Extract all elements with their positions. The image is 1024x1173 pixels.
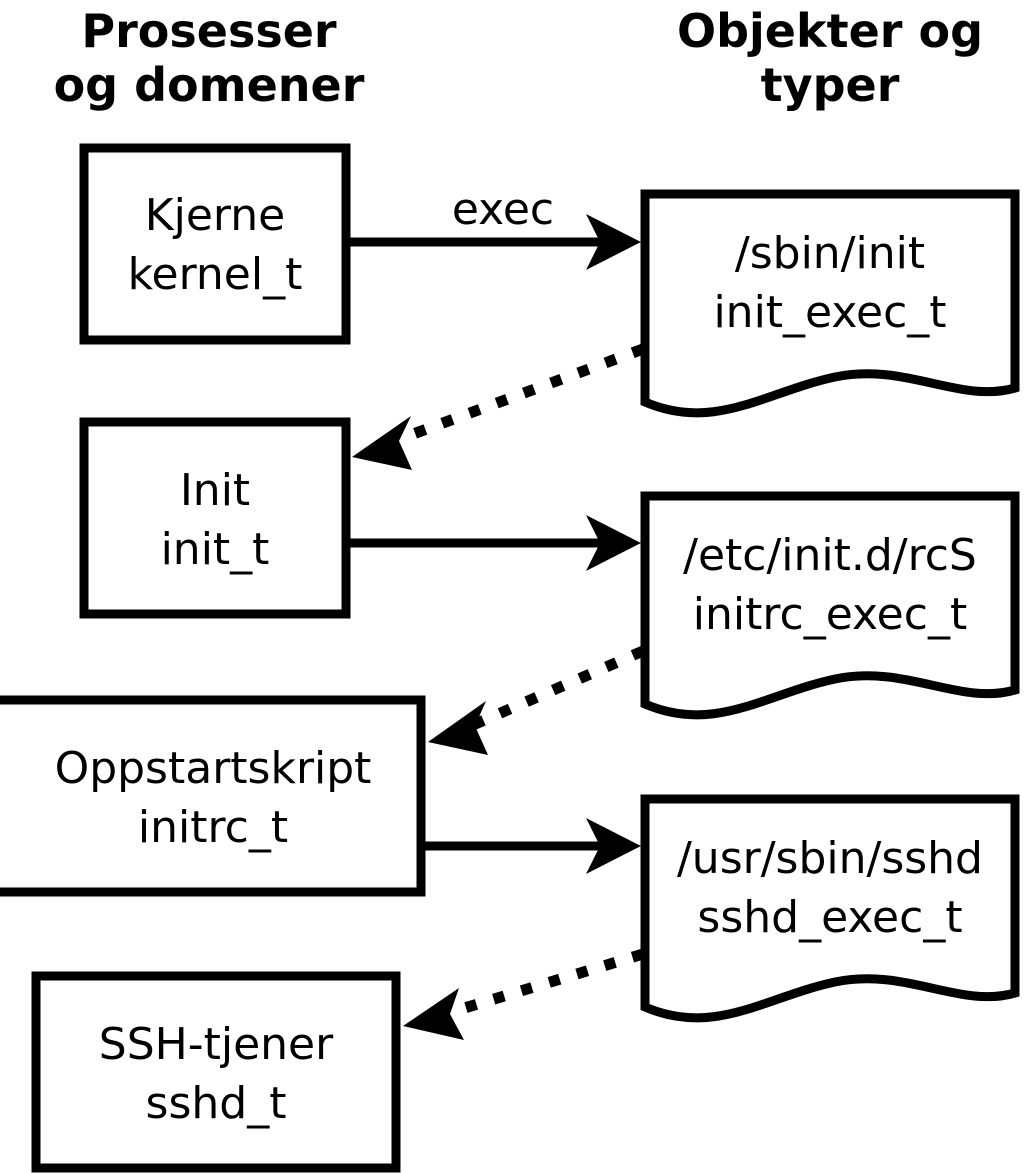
process-label-kernel-line1: Kjerne [145,190,285,241]
edge-init-exec-to-init [352,343,645,470]
process-label-initrc-line2: initrc_t [138,802,288,853]
edge-line-sshd-transition [446,948,645,1019]
arrowhead-init-transition [352,416,412,470]
process-label-sshd-line2: sshd_t [146,1078,287,1129]
heading-left-line2: og domener [54,58,365,112]
heading-right-line1: Objekter og [677,4,983,58]
edge-kernel-to-init-exec: exec [350,184,641,270]
process-node-kernel[interactable]: Kjerne kernel_t [79,143,351,345]
object-label-initrc-exec-line2: initrc_exec_t [693,589,967,640]
edge-initrc-to-sshd-exec [425,818,641,874]
object-node-init-exec[interactable]: /sbin/init init_exec_t [640,189,1020,418]
process-node-init[interactable]: Init init_t [79,417,351,619]
object-label-initrc-exec-line1: /etc/init.d/rcS [683,530,977,581]
arrowhead-init-exec [586,515,641,571]
process-box-initrc[interactable] [0,695,426,897]
arrowhead-initrc-exec [586,818,641,874]
edge-line-initrc-transition [470,645,646,731]
heading-right-line2: typer [761,58,900,112]
arrowhead-sshd-transition [403,988,464,1040]
object-label-init-exec-line1: /sbin/init [735,228,925,279]
process-node-initrc[interactable]: Oppstartskript initrc_t [0,695,426,897]
process-label-init-line1: Init [180,465,250,516]
process-box-init[interactable] [79,417,351,619]
object-doc-sshd-exec[interactable] [640,794,1020,1023]
process-box-kernel[interactable] [79,143,351,345]
edge-sshd-exec-to-sshd [403,948,645,1040]
edge-initrc-exec-to-initrc [428,645,646,755]
object-label-init-exec-line2: init_exec_t [713,287,946,338]
arrowhead-kernel-exec [586,214,641,270]
heading-left-line1: Prosesser [81,4,337,58]
process-box-sshd[interactable] [31,971,401,1173]
edge-label-exec: exec [452,184,554,235]
edge-init-to-initrc-exec [350,515,641,571]
object-doc-initrc-exec[interactable] [640,491,1020,720]
process-label-init-line2: init_t [161,524,270,575]
process-node-sshd[interactable]: SSH-tjener sshd_t [31,971,401,1173]
object-label-sshd-exec-line2: sshd_exec_t [697,892,962,943]
object-node-initrc-exec[interactable]: /etc/init.d/rcS initrc_exec_t [640,491,1020,720]
process-label-kernel-line2: kernel_t [128,249,303,300]
process-label-initrc-line1: Oppstartskript [55,743,372,794]
object-label-sshd-exec-line1: /usr/sbin/sshd [677,833,983,884]
process-label-sshd-line1: SSH-tjener [99,1019,334,1070]
column-heading-left: Prosesser og domener [54,4,365,112]
object-node-sshd-exec[interactable]: /usr/sbin/sshd sshd_exec_t [640,794,1020,1023]
arrowhead-initrc-transition [428,701,488,755]
edge-line-init-transition [395,343,645,446]
column-heading-right: Objekter og typer [677,4,983,112]
object-doc-init-exec[interactable] [640,189,1020,418]
